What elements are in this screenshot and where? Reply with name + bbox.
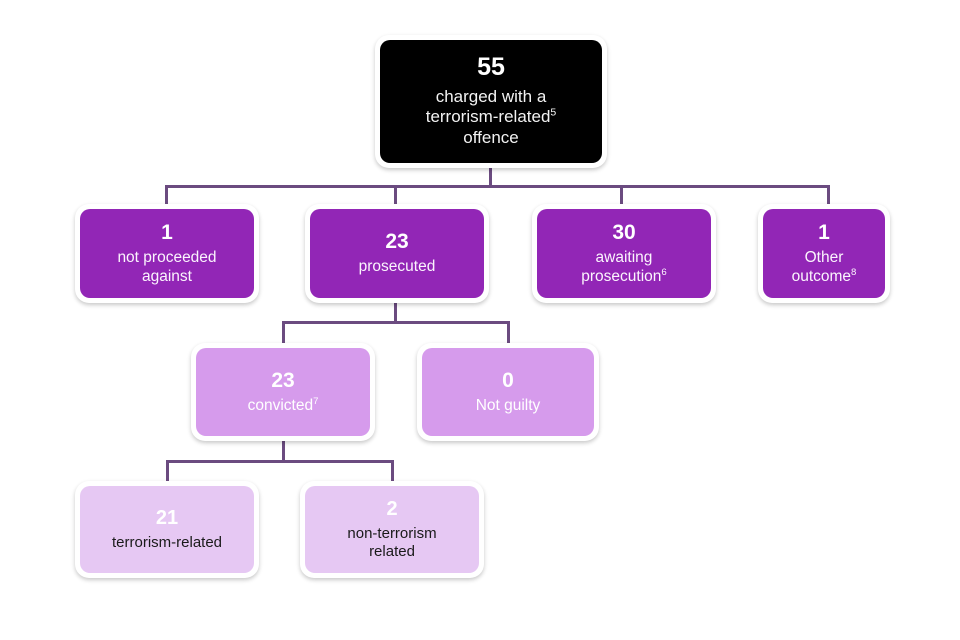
- node-terrorism-related-label: terrorism-related: [111, 533, 223, 551]
- connector-root-bus: [165, 185, 830, 188]
- node-not-guilty-inner: 0 Not guilty: [422, 348, 594, 436]
- node-prosecuted-label: prosecuted: [358, 258, 436, 276]
- node-awaiting-label: awaiting prosecution6: [581, 249, 666, 287]
- node-prosecuted[interactable]: 23 prosecuted: [305, 204, 489, 303]
- node-awaiting-footnote: 6: [661, 266, 667, 278]
- node-awaiting-prosecution[interactable]: 30 awaiting prosecution6: [532, 204, 716, 303]
- node-other-outcome-value: 1: [818, 220, 830, 244]
- node-prosecuted-value: 23: [385, 230, 409, 253]
- node-awaiting-inner: 30 awaiting prosecution6: [537, 209, 711, 298]
- node-non-terrorism-inner: 2 non-terrorism related: [305, 486, 479, 573]
- node-charged-label-line1: charged with a: [435, 86, 547, 106]
- connector-to-not-guilty: [507, 321, 510, 344]
- node-convicted[interactable]: 23 convicted7: [191, 343, 375, 441]
- node-prosecuted-inner: 23 prosecuted: [310, 209, 484, 298]
- node-other-outcome-footnote: 8: [851, 266, 857, 278]
- node-terrorism-related[interactable]: 21 terrorism-related: [75, 481, 259, 578]
- connector-to-other-outcome: [827, 185, 830, 205]
- node-charged-label: charged with a terrorism-related5 offenc…: [426, 87, 557, 149]
- node-not-proceeded-label-line2: against: [142, 267, 192, 285]
- node-non-terrorism-label-line1: non-terrorism: [347, 524, 437, 542]
- node-convicted-footnote: 7: [313, 395, 319, 407]
- node-charged-inner: 55 charged with a terrorism-related5 off…: [380, 40, 602, 163]
- connector-to-terrorism-related: [166, 460, 169, 482]
- connector-to-convicted: [282, 321, 285, 344]
- connector-to-awaiting: [620, 185, 623, 205]
- node-terrorism-related-value: 21: [155, 506, 179, 529]
- connector-prosecuted-bus: [282, 321, 510, 324]
- node-not-proceeded-against[interactable]: 1 not proceeded against: [75, 204, 259, 303]
- node-charged-with-terrorism-offence[interactable]: 55 charged with a terrorism-related5 off…: [375, 35, 607, 168]
- node-charged-footnote: 5: [550, 106, 557, 119]
- connector-to-prosecuted: [394, 185, 397, 205]
- node-awaiting-label-line1: awaiting: [595, 248, 653, 266]
- node-not-guilty-label: Not guilty: [475, 396, 541, 414]
- connector-root-stem: [489, 167, 492, 187]
- node-not-guilty-value: 0: [502, 368, 514, 392]
- node-non-terrorism-label-line2: related: [369, 543, 415, 560]
- connector-to-not-proceeded: [165, 185, 168, 205]
- node-other-outcome-label-line2: outcome: [791, 267, 852, 285]
- node-charged-label-line3: offence: [463, 128, 519, 148]
- node-terrorism-related-inner: 21 terrorism-related: [80, 486, 254, 573]
- node-not-proceeded-label: not proceeded against: [117, 249, 216, 287]
- node-convicted-inner: 23 convicted7: [196, 348, 370, 436]
- node-non-terrorism-related[interactable]: 2 non-terrorism related: [300, 481, 484, 578]
- node-not-guilty[interactable]: 0 Not guilty: [417, 343, 599, 441]
- node-not-proceeded-label-line1: not proceeded: [117, 248, 217, 266]
- node-charged-label-line2: terrorism-related: [425, 107, 551, 127]
- connector-convicted-bus: [166, 460, 394, 463]
- node-awaiting-label-line2: prosecution: [581, 267, 662, 285]
- node-other-outcome-label: Other outcome8: [792, 249, 857, 287]
- node-not-proceeded-inner: 1 not proceeded against: [80, 209, 254, 298]
- node-convicted-label: convicted7: [247, 395, 319, 416]
- node-not-proceeded-value: 1: [161, 220, 173, 244]
- connector-convicted-stem: [282, 440, 285, 462]
- node-non-terrorism-value: 2: [386, 497, 398, 520]
- node-convicted-label-text: convicted: [247, 396, 314, 414]
- connector-to-non-terrorism: [391, 460, 394, 482]
- node-other-outcome-inner: 1 Other outcome8: [763, 209, 885, 298]
- node-non-terrorism-label: non-terrorism related: [347, 525, 436, 562]
- node-other-outcome[interactable]: 1 Other outcome8: [758, 204, 890, 303]
- node-other-outcome-label-line1: Other: [804, 248, 844, 266]
- node-convicted-value: 23: [271, 368, 295, 392]
- node-charged-value: 55: [477, 53, 505, 82]
- node-awaiting-value: 30: [612, 220, 636, 244]
- connector-prosecuted-stem: [394, 302, 397, 323]
